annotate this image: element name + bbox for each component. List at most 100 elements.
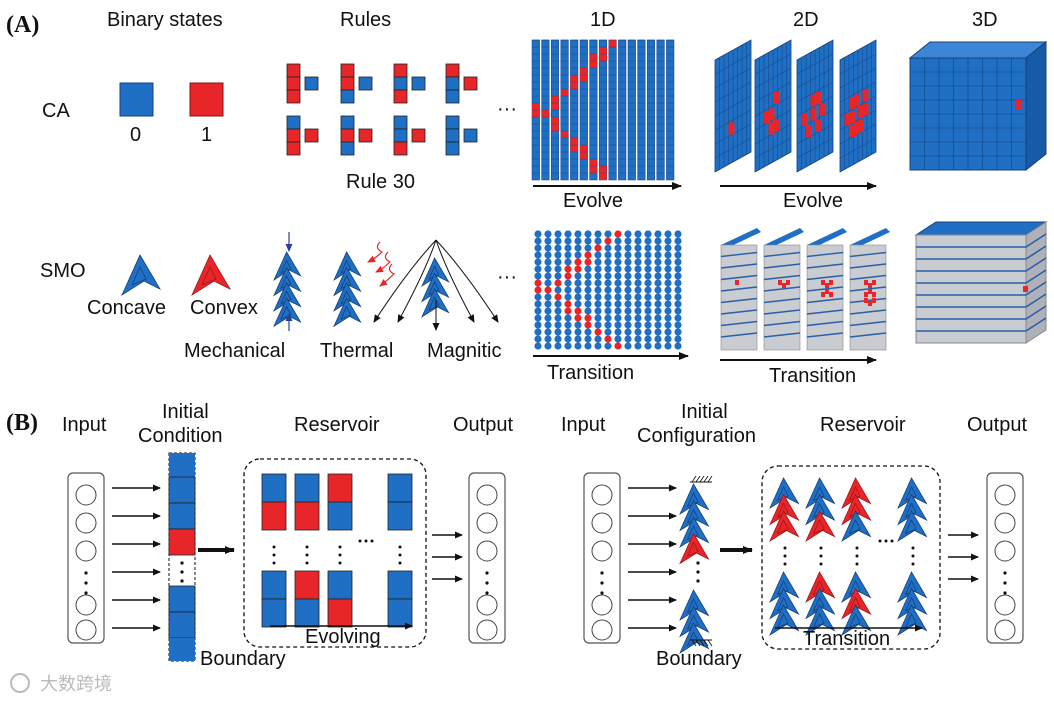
smo-units [121, 232, 499, 331]
reservoir-dot [272, 553, 276, 557]
smo-1d-unit [654, 237, 662, 245]
reservoir-dot [272, 545, 276, 549]
smo-1d-unit [664, 279, 672, 287]
smo-1d-unit [534, 230, 542, 238]
left-output-neuron [476, 619, 498, 641]
smo-2d-row-line [763, 332, 801, 338]
smo-1d-unit [564, 251, 572, 259]
smo-1d-unit [584, 335, 592, 343]
left-output-dot [485, 581, 489, 585]
reservoir-dot [398, 553, 402, 557]
smo-1d-unit [554, 314, 562, 322]
smo-1d-unit [554, 272, 562, 280]
smo-2d-red-unit [825, 289, 829, 294]
smo-1d-unit [604, 251, 612, 259]
smo-1d-unit [604, 265, 612, 273]
smo-2d-transition-sheets [720, 228, 890, 351]
reservoir-ellipsis-dot [358, 539, 362, 543]
smo-1d-unit [584, 258, 592, 266]
left-initial-title-line2: Condition [138, 425, 223, 447]
smo-1d-unit [674, 342, 682, 350]
smo-1d-unit [534, 293, 542, 301]
thermal-heat-arrow [367, 241, 384, 263]
smo-1d-unit [614, 230, 622, 238]
reservoir-smo-fold [776, 613, 789, 629]
initial-dot [180, 570, 184, 574]
smo-1d-unit [624, 286, 632, 294]
smo-1d-unit [604, 300, 612, 308]
smo-1d-unit [664, 300, 672, 308]
smo-1d-unit [554, 321, 562, 329]
smo-3d-row-line [1025, 281, 1047, 296]
smo-3d-front [915, 234, 1027, 344]
left-reservoir-cells [261, 473, 413, 628]
right-input-neuron [591, 619, 613, 641]
reservoir-cell [294, 598, 320, 628]
smo-1d-unit [664, 307, 672, 315]
ca-2d-red-cell [773, 92, 779, 104]
smo-2d-red-unit [829, 280, 833, 285]
rule-cell [340, 141, 355, 156]
header-2d: 2D [793, 9, 819, 31]
right-initial-title-line1: Initial [681, 401, 728, 423]
smo-1d-unit [674, 307, 682, 315]
smo-1d-unit [594, 272, 602, 280]
right-reservoir-box [761, 465, 941, 650]
smo-1d-unit [624, 230, 632, 238]
smo-1d-unit [614, 293, 622, 301]
thermal-heat-arrow [379, 263, 396, 287]
cube-side [1025, 40, 1047, 172]
smo-1d-unit [534, 342, 542, 350]
smo-1d-unit [664, 314, 672, 322]
smo-1d-unit [664, 230, 672, 238]
smo-2d-row-line [720, 332, 758, 338]
reservoir-dot [338, 553, 342, 557]
smo-1d-unit [644, 307, 652, 315]
smo-1d-unit [614, 307, 622, 315]
ca-1d-red-cell [599, 173, 607, 180]
smo-1d-unit [604, 335, 612, 343]
reservoir-cell [261, 570, 287, 600]
smo-1d-unit [614, 244, 622, 252]
smo-1d-unit [594, 300, 602, 308]
header-3d: 3D [972, 9, 998, 31]
smo-3d-block [914, 221, 1048, 344]
smo-1d-unit [604, 342, 612, 350]
rule-30-caption: Rule 30 [346, 171, 415, 193]
ca-2d-red-cell [853, 122, 860, 135]
initial-smo-stack-fold [686, 541, 699, 557]
smo-1d-unit [534, 286, 542, 294]
ca-2d-red-cell [810, 108, 817, 121]
smo-1d-unit [604, 321, 612, 329]
rule-cell [393, 141, 408, 156]
smo-1d-unit [634, 314, 642, 322]
reservoir-smo-dot [819, 554, 823, 558]
reservoir-cell [327, 501, 353, 531]
smo-1d-unit [664, 293, 672, 301]
smo-2d-row-line [849, 320, 887, 327]
smo-1d-unit [614, 286, 622, 294]
reservoir-smo-fold [812, 519, 825, 535]
initial-cell [168, 528, 196, 556]
smo-1d-unit [554, 279, 562, 287]
left-input-dot [84, 571, 88, 575]
smo-2d-row-line [763, 274, 801, 281]
smo-2d-red-unit [868, 289, 872, 294]
right-reservoir-units [769, 477, 928, 637]
reservoir-smo-ellipsis-dot [878, 539, 882, 543]
left-input-dot [84, 591, 88, 595]
smo-1d-unit [674, 230, 682, 238]
ca-1d-red-cell [580, 75, 588, 82]
smo-1d-unit [624, 279, 632, 287]
smo-2d-red-unit [778, 280, 782, 285]
smo-1d-unit [604, 272, 612, 280]
smo-1d-unit [624, 307, 632, 315]
ca-1d-red-cell [551, 103, 559, 110]
smo-2d-row-line [806, 320, 844, 327]
left-input-neuron [75, 484, 97, 506]
reservoir-cell [294, 570, 320, 600]
smo-1d-unit [614, 272, 622, 280]
smo-1d-unit [554, 293, 562, 301]
smo-1d-unit [624, 300, 632, 308]
